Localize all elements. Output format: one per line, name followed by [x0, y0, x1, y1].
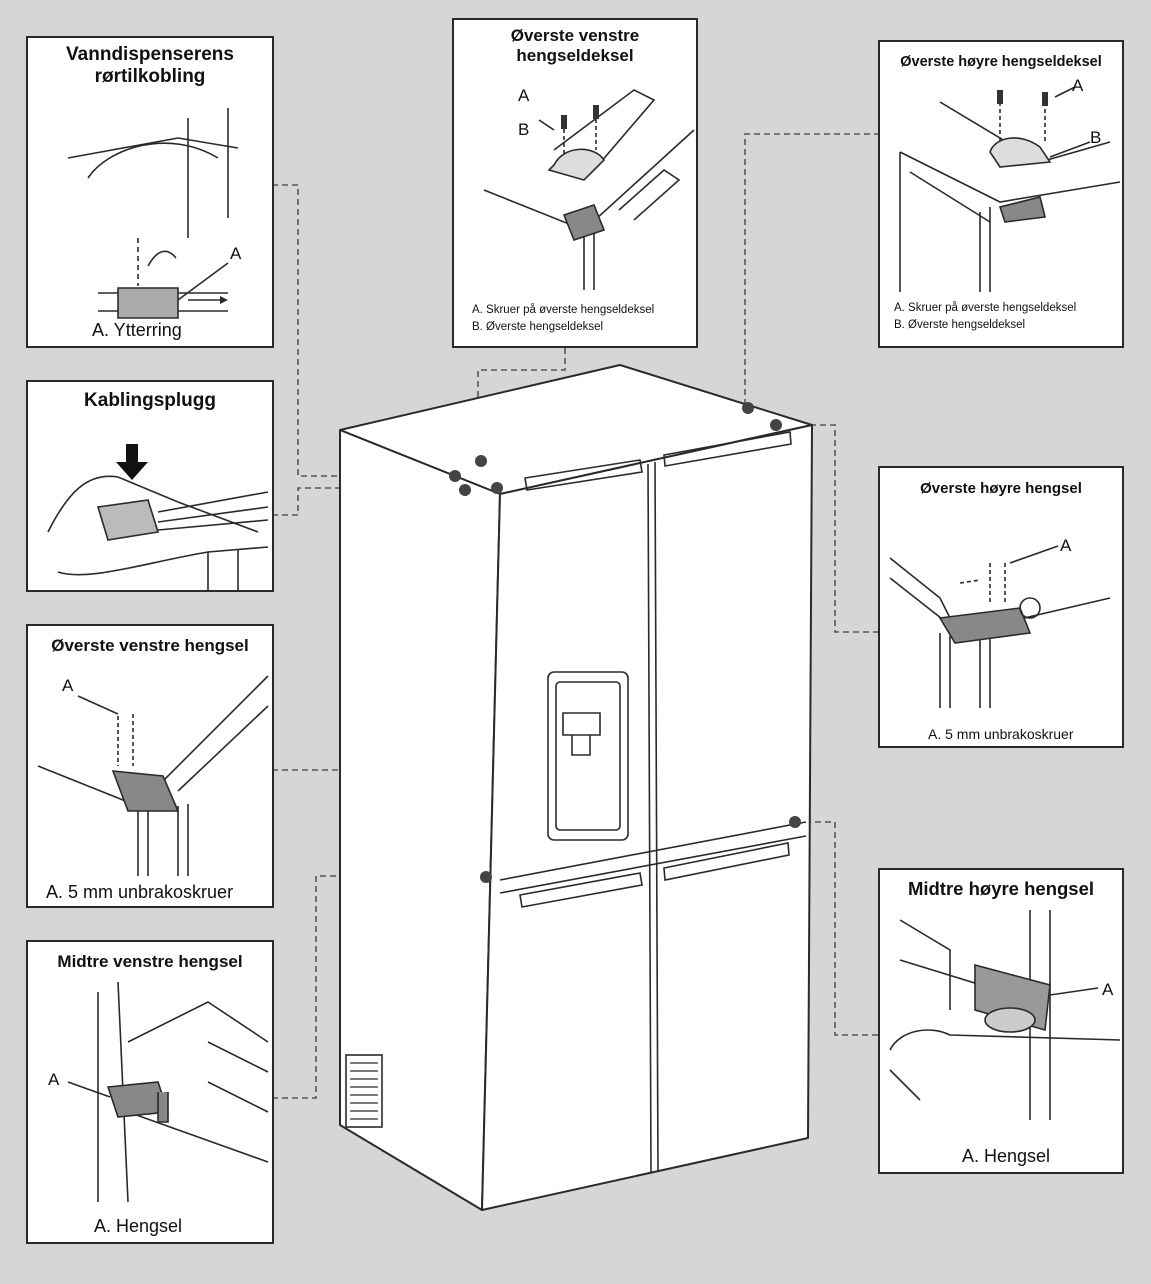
callout-top-right-cover: Øverste høyre hengseldeksel A B A. Skrue…: [878, 40, 1124, 348]
label-a: A: [62, 676, 74, 695]
callout-title: Midtre høyre hengsel: [907, 878, 1095, 899]
label-a: A: [1072, 76, 1084, 95]
top-right-cover-illustration: [899, 86, 1121, 292]
label-a: A: [518, 86, 530, 105]
callout-caption: A. 5 mm unbrakoskruer: [46, 882, 234, 902]
callout-title: Øverste høyre hengsel: [920, 480, 1082, 497]
top-left-hinge-illustration: [37, 675, 269, 876]
callout-water-connection: Vanndispenserens rørtilkobling A A. Ytte…: [26, 36, 274, 348]
middle-right-hinge-illustration: [889, 910, 1121, 1120]
callout-top-left-cover: Øverste venstre hengseldeksel A B A. Skr…: [452, 18, 698, 348]
callout-top-right-hinge: Øverste høyre hengsel A A. 5 mm unbrakos…: [878, 466, 1124, 748]
callout-title: Midtre venstre hengsel: [57, 952, 243, 971]
label-b: B: [1090, 128, 1102, 147]
label-a: A: [48, 1070, 60, 1089]
label-a: A: [1102, 980, 1114, 999]
label-a: A: [230, 244, 242, 263]
callout-middle-left-hinge: Midtre venstre hengsel A A. Hengsel: [26, 940, 274, 1244]
callout-top-left-hinge: Øverste venstre hengsel A A. 5 mm unbrak…: [26, 624, 274, 908]
callout-title: Øverste venstre hengsel: [51, 636, 249, 655]
top-right-hinge-illustration: [889, 545, 1111, 708]
wiring-plug-illustration: [47, 444, 269, 592]
middle-left-hinge-illustration: [67, 981, 269, 1203]
top-left-cover-illustration: [483, 89, 695, 290]
callout-title: Kablingsplugg: [84, 390, 216, 411]
connection-points: [449, 402, 801, 883]
callout-title: Øverste venstre hengseldeksel: [510, 26, 640, 65]
callout-caption: A. Hengsel: [94, 1216, 183, 1236]
label-a: A: [1060, 536, 1072, 555]
callout-middle-right-hinge: Midtre høyre hengsel A A. Hengsel: [878, 868, 1124, 1174]
callout-wiring-plug: Kablingsplugg: [26, 380, 274, 592]
callout-title: Øverste høyre hengseldeksel: [900, 54, 1102, 70]
label-b: B: [518, 120, 530, 139]
callout-caption: A. Hengsel: [962, 1146, 1051, 1166]
callout-caption: A. 5 mm unbrakoskruer: [928, 726, 1074, 742]
callout-title: Vanndispenserens rørtilkobling: [66, 44, 234, 87]
callout-caption: A. Skruer på øverste hengseldeksel B. Øv…: [894, 302, 1077, 332]
water-connection-illustration: [67, 108, 239, 319]
callout-caption: A. Skruer på øverste hengseldeksel B. Øv…: [472, 304, 655, 334]
callout-caption: A. Ytterring: [92, 320, 182, 340]
